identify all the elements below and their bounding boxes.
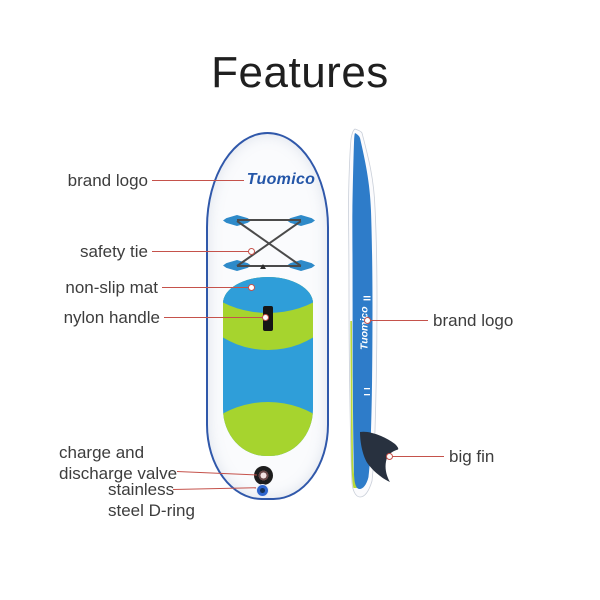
brand-logo-side-text: Tuomico [359,306,371,350]
marker-dot-brand-logo-right [364,317,371,324]
side-logo-dash [364,394,370,396]
marker-dot-non-slip-mat [248,284,255,291]
safety-tie-cord-top [237,219,301,221]
side-logo-dash [363,299,371,301]
label-stainless-steel-d-ring: stainless steel D-ring [108,479,195,521]
non-slip-mat [223,277,313,456]
label-big-fin: big fin [449,447,495,466]
marker-dot-big-fin [386,453,393,460]
lead-line-non-slip-mat [162,287,249,288]
side-green-stripe [350,321,359,488]
safety-tie-cord-bottom [237,265,301,267]
lead-line-big-fin [392,456,444,457]
side-logo-dash [363,296,371,298]
label-nylon-handle: nylon handle [63,308,160,327]
label-line: steel D-ring [108,501,195,520]
mat-green-dome [223,402,313,456]
tie-cord-clip [260,264,266,269]
label-brand-logo-left: brand logo [67,171,148,190]
brand-logo-front-text: Tuomico [246,171,316,188]
label-brand-logo-right: brand logo [433,311,514,330]
label-charge-discharge-valve: charge and discharge valve [59,442,177,484]
lead-line-nylon-handle [164,317,263,318]
side-logo-dash [364,388,370,390]
big-fin [360,431,399,482]
board-side-view: Tuomico [348,128,399,498]
side-blue-stripe [352,133,373,489]
marker-dot-nylon-handle [262,314,269,321]
page-title: Features [211,48,389,97]
marker-dot-safety-tie [248,248,255,255]
label-line: charge and [59,443,145,462]
lead-line-safety-tie [152,251,249,252]
lead-line-brand-logo-right [370,320,428,321]
stainless-steel-d-ring [256,484,269,497]
label-line: discharge valve [59,464,178,483]
charge-discharge-valve [254,466,273,485]
label-non-slip-mat: non-slip mat [65,278,158,297]
label-safety-tie: safety tie [79,242,148,261]
lead-line-brand-logo-left [152,180,244,181]
label-line: stainless [108,480,175,499]
